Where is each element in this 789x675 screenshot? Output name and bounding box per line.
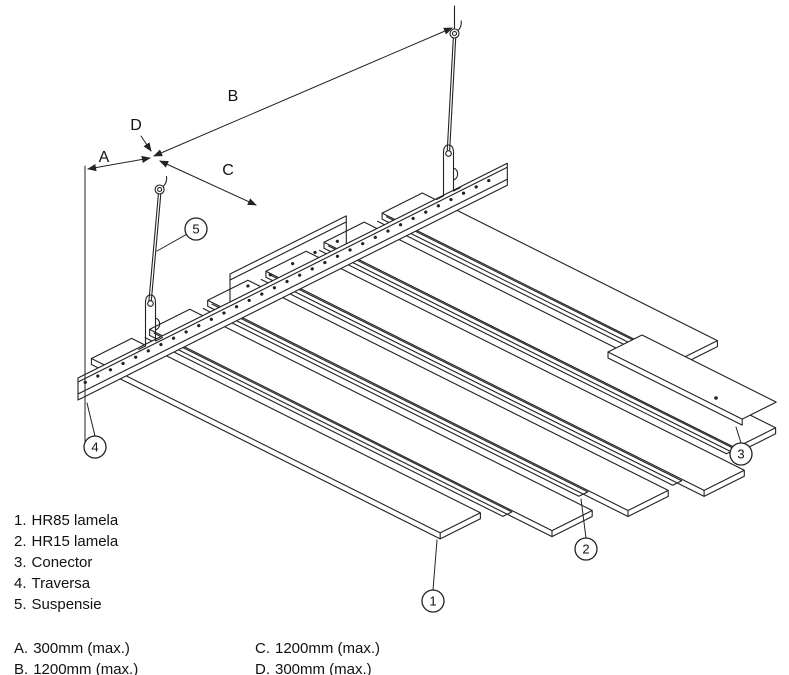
callout-3-circle [729, 442, 753, 466]
legend-item-number: 5. [14, 596, 27, 613]
callout-3: 3 [729, 426, 753, 466]
hr85-lamella [90, 337, 481, 540]
suspension-right [435, 5, 462, 201]
bracket-hole [147, 300, 154, 307]
dim-line-b [153, 27, 453, 157]
dimension-item: B. 1200mm (max.) [14, 659, 138, 675]
legend-item-label: Suspensie [31, 596, 102, 613]
bracket-hole [445, 150, 452, 157]
legend-item: 3.Conector [14, 552, 118, 573]
dimension-letter: A. [14, 640, 29, 657]
callout-leader [86, 402, 96, 437]
dimension-item: C. 1200mm (max.) [255, 638, 380, 659]
callout-leader [156, 233, 187, 252]
legend-item-number: 4. [14, 575, 27, 592]
dim-line-a [87, 155, 151, 172]
suspension-rod [148, 193, 162, 302]
callout-5: 5 [156, 217, 208, 252]
legend-item-label: Traversa [31, 575, 91, 592]
callout-2-number: 2 [582, 542, 589, 557]
hr15-lamella [144, 332, 513, 517]
dimension-letter: D. [255, 661, 270, 675]
hr15-lamella [202, 303, 589, 497]
callout-leader [580, 498, 587, 539]
connector-top-face [607, 334, 777, 420]
connector-hole [714, 396, 718, 400]
dimension-value: 300mm (max.) [33, 640, 130, 657]
dimension-lines: A B C D [84, 27, 453, 443]
legend-item: 2.HR15 lamela [14, 531, 118, 552]
dimension-item: D. 300mm (max.) [255, 659, 380, 675]
callout-1-number: 1 [429, 594, 436, 609]
legend-item: 1.HR85 lamela [14, 510, 118, 531]
parts-legend: 1.HR85 lamela 2.HR15 lamela 3.Conector 4… [14, 510, 118, 615]
dim-label-d: D [130, 117, 142, 134]
callout-5-number: 5 [192, 222, 199, 237]
lamellas-group [90, 192, 777, 540]
callout-leader [432, 539, 438, 591]
connector-side-face [607, 351, 743, 426]
callout-2-circle [574, 537, 598, 561]
dimension-value: 300mm (max.) [275, 661, 372, 675]
dimension-value: 1200mm (max.) [33, 661, 139, 675]
dimension-legend-right: C. 1200mm (max.) D. 300mm (max.) [255, 638, 380, 675]
callout-5-circle [184, 217, 208, 241]
legend-item-label: Conector [31, 554, 93, 571]
legend-item: 4.Traversa [14, 573, 118, 594]
dim-label-a: A [99, 149, 110, 166]
dimension-letter: C. [255, 640, 270, 657]
dim-label-b: B [228, 88, 239, 105]
bracket-feet [435, 186, 462, 201]
dim-line-d [140, 135, 152, 152]
legend-item-number: 1. [14, 512, 27, 529]
carrier-edges [77, 162, 508, 401]
legend-item-number: 3. [14, 554, 27, 571]
callout-4-circle [83, 435, 107, 459]
carrier-splice [229, 215, 347, 303]
callout-4-number: 4 [91, 440, 98, 455]
dimension-letter: B. [14, 661, 29, 675]
callout-1: 1 [421, 539, 445, 613]
callout-1-circle [421, 589, 445, 613]
hr85-lamella [265, 250, 745, 497]
dim-label-c: C [222, 162, 234, 179]
splice-holes [246, 239, 339, 288]
splice-outline [229, 215, 347, 303]
rod-eye-inner [451, 30, 458, 37]
dimension-legend-left: A.300mm (max.) B. 1200mm (max.) [14, 638, 138, 675]
rod-pigtail [162, 175, 168, 188]
bracket-hook [154, 317, 161, 331]
carrier-traversa [77, 162, 508, 401]
callout-2: 2 [574, 498, 598, 561]
bracket-feet [137, 336, 164, 351]
dim-line-c [159, 160, 257, 206]
dimension-item: A.300mm (max.) [14, 638, 138, 659]
callout-4: 4 [83, 402, 107, 459]
connector-plate [607, 334, 777, 426]
legend-item-label: HR85 lamela [31, 512, 119, 529]
legend-item: 5.Suspensie [14, 594, 118, 615]
bracket-hook [452, 167, 459, 181]
callout-3-number: 3 [737, 447, 744, 462]
suspension-bracket [144, 294, 157, 347]
rod-eye-inner [157, 186, 163, 193]
callout-leader [735, 426, 742, 444]
suspension-rod [446, 37, 457, 151]
hr85-lamella [149, 308, 593, 538]
hr85-lamella [207, 279, 669, 518]
rod-pigtail [457, 20, 462, 32]
legend-item-label: HR15 lamela [31, 533, 119, 550]
dimension-value: 1200mm (max.) [275, 640, 381, 657]
legend-item-number: 2. [14, 533, 27, 550]
hr15-lamella [260, 274, 683, 486]
